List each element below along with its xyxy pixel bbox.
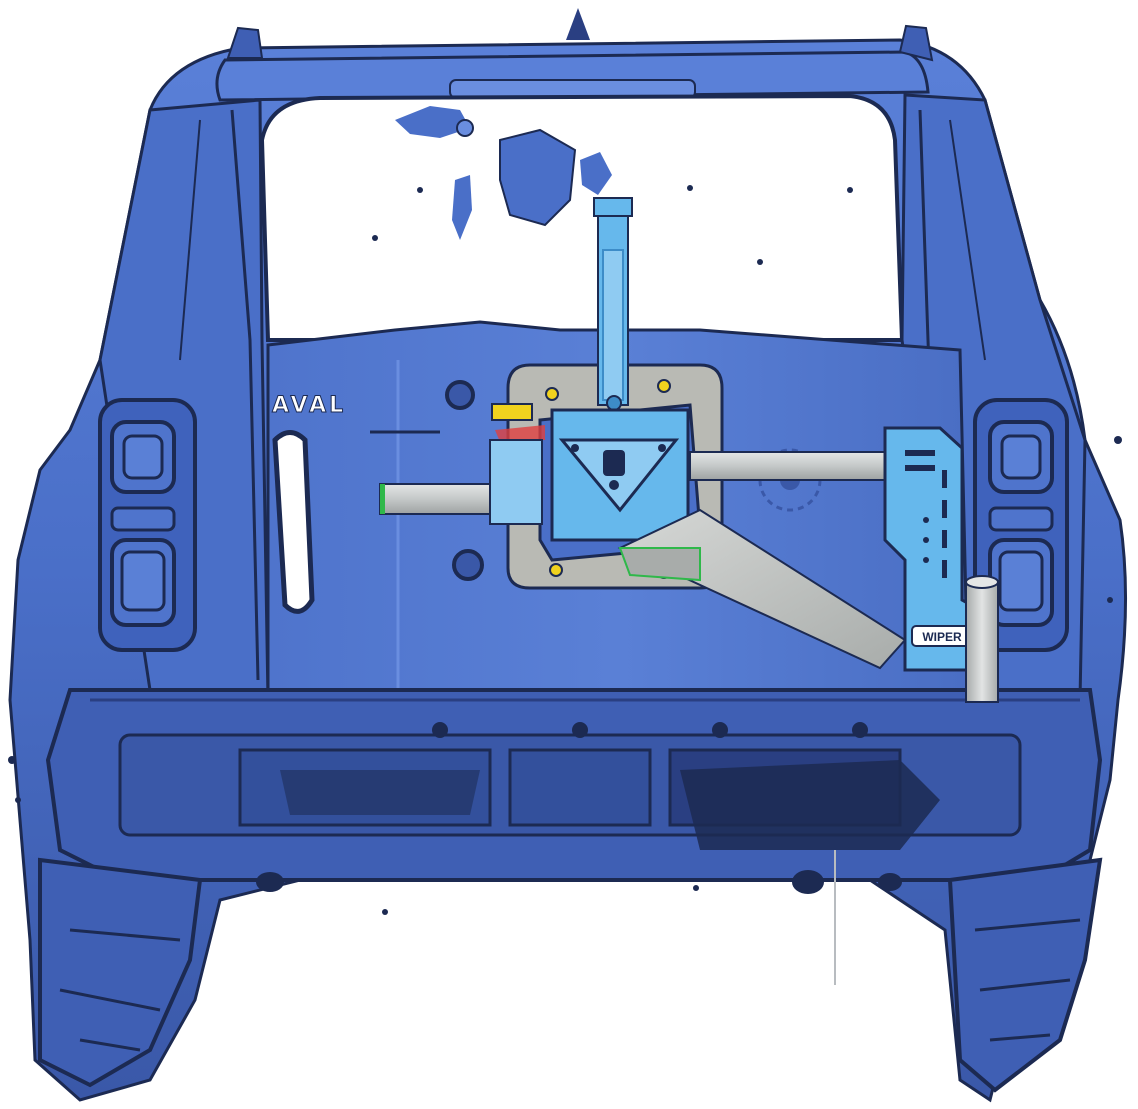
fixture-plate-label: WIPER: [922, 630, 962, 644]
spare-wheel-fixture: WIPER: [379, 197, 999, 703]
vehicle-emblem: AVAL: [272, 393, 346, 418]
tail-lamp-right: [973, 398, 1069, 652]
tail-lamp-left: [98, 398, 197, 652]
clamp-block: [550, 408, 690, 542]
vehicle-body: AVAL: [8, 8, 1128, 1103]
right-locator-tube: [689, 451, 896, 481]
locator-post: [965, 581, 999, 703]
